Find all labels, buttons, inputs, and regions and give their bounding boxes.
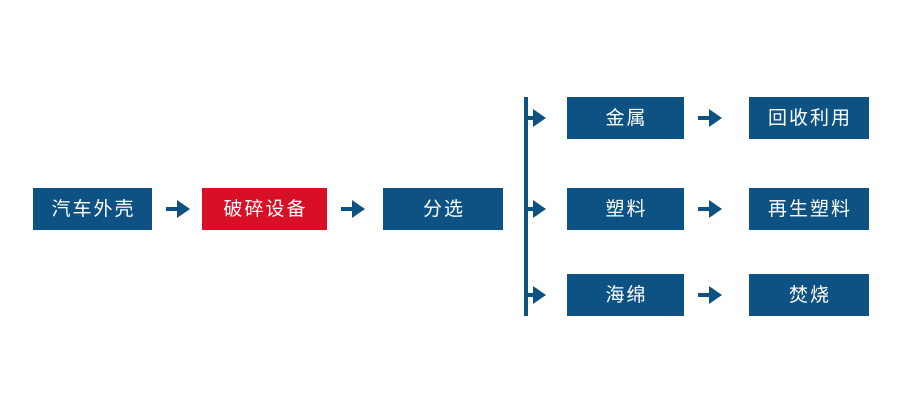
arrow-shaft bbox=[524, 293, 536, 297]
node-metal[interactable]: 金属 bbox=[567, 97, 684, 139]
arrow-shaft bbox=[524, 207, 536, 211]
node-crusher[interactable]: 破碎设备 bbox=[202, 188, 327, 230]
node-sponge[interactable]: 海绵 bbox=[567, 274, 684, 316]
arrow-head bbox=[352, 200, 365, 218]
arrow-metal-to-reuse bbox=[698, 106, 722, 130]
arrow-plastic-to-recycled bbox=[698, 197, 722, 221]
arrow-head bbox=[533, 200, 546, 218]
node-car-shell[interactable]: 汽车外壳 bbox=[33, 188, 152, 230]
arrow-head bbox=[709, 109, 722, 127]
node-plastic[interactable]: 塑料 bbox=[567, 188, 684, 230]
node-recycled-plastic[interactable]: 再生塑料 bbox=[749, 188, 869, 230]
node-reuse[interactable]: 回收利用 bbox=[749, 97, 869, 139]
arrow-shaft bbox=[698, 293, 712, 297]
arrow-crusher-to-sorting bbox=[341, 197, 365, 221]
arrow-trunk-to-metal bbox=[524, 106, 546, 130]
arrow-head bbox=[533, 109, 546, 127]
arrow-shaft bbox=[341, 207, 355, 211]
arrow-sponge-to-incinerate bbox=[698, 283, 722, 307]
node-incineration[interactable]: 焚烧 bbox=[749, 274, 869, 316]
arrow-head bbox=[533, 286, 546, 304]
arrow-shaft bbox=[524, 116, 536, 120]
arrow-head bbox=[709, 286, 722, 304]
split-trunk bbox=[524, 97, 528, 316]
arrow-shaft bbox=[166, 207, 180, 211]
node-sorting[interactable]: 分选 bbox=[383, 188, 503, 230]
arrow-head bbox=[177, 200, 190, 218]
arrow-shell-to-crusher bbox=[166, 197, 190, 221]
arrow-head bbox=[709, 200, 722, 218]
arrow-shaft bbox=[698, 207, 712, 211]
arrow-trunk-to-plastic bbox=[524, 197, 546, 221]
arrow-trunk-to-sponge bbox=[524, 283, 546, 307]
arrow-shaft bbox=[698, 116, 712, 120]
